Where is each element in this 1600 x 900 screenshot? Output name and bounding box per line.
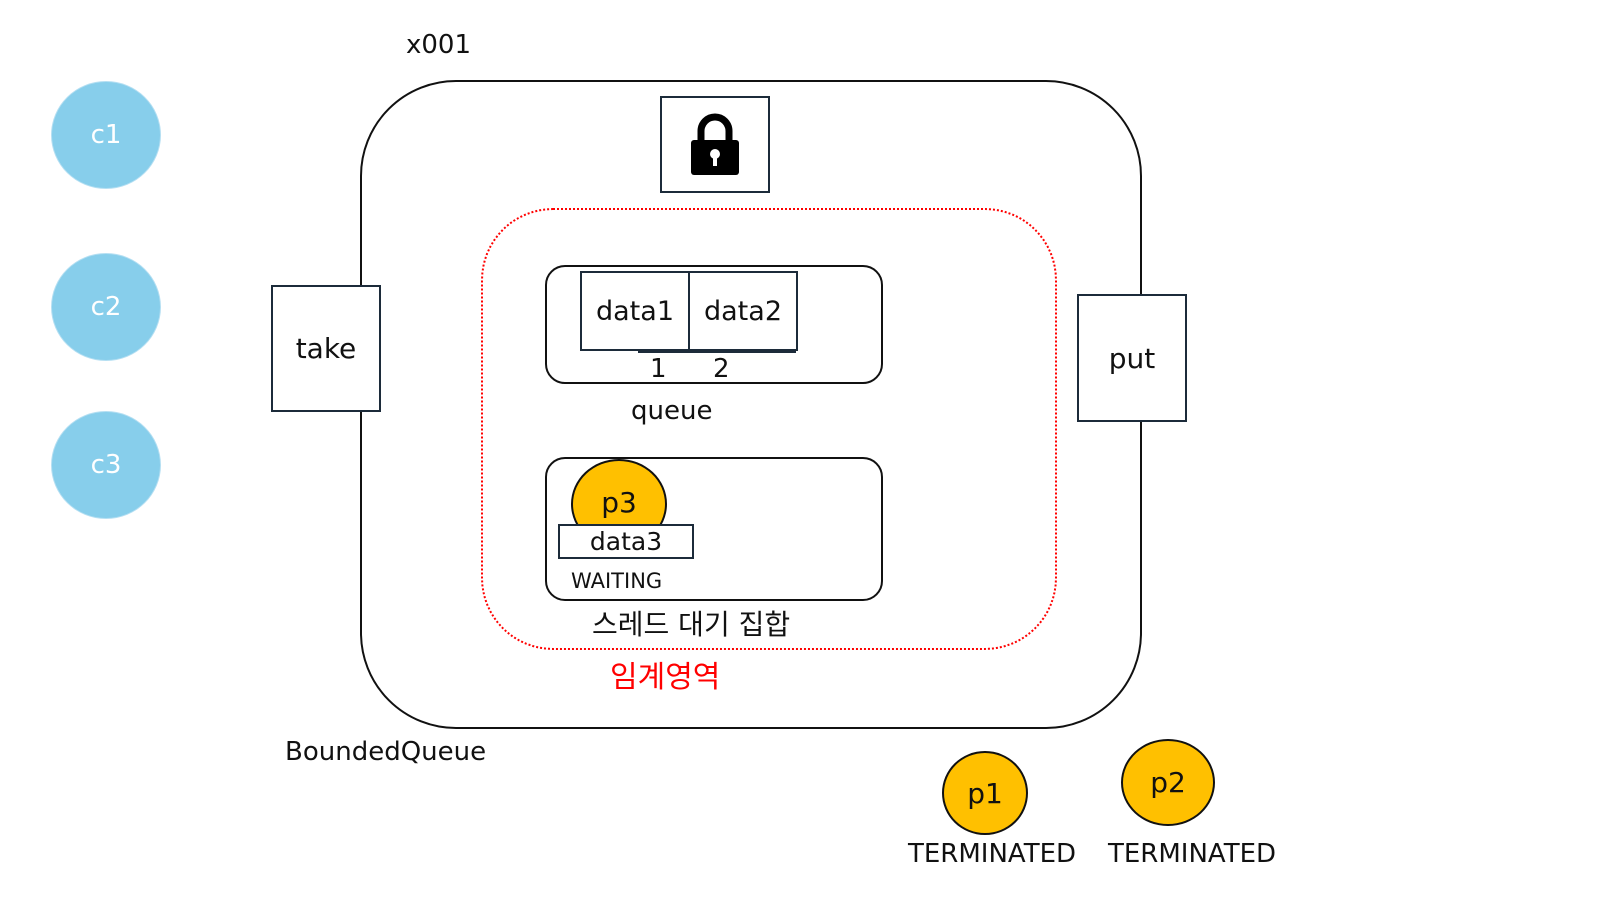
consumer-label: c3: [90, 450, 122, 480]
queue-index-2: 2: [713, 354, 730, 384]
put-method-box: put: [1077, 294, 1187, 422]
queue-item-data2: data2: [688, 271, 798, 351]
take-method-box: take: [271, 285, 381, 412]
queue-label: queue: [631, 396, 713, 426]
consumer-thread-c3: c3: [51, 411, 161, 519]
consumer-label: c2: [90, 292, 122, 322]
lock-icon: [691, 113, 739, 175]
queue-item-value: data2: [704, 295, 782, 327]
consumer-thread-c2: c2: [51, 253, 161, 361]
critical-section: [481, 208, 1057, 650]
queue-container: [545, 265, 883, 384]
producer-thread-p2: p2: [1121, 739, 1215, 826]
queue-index-1: 1: [650, 354, 667, 384]
queue-item-value: data1: [596, 295, 674, 327]
thread-data-value: data3: [589, 527, 663, 556]
put-label: put: [1108, 341, 1156, 375]
bounded-queue-label: BoundedQueue: [285, 737, 487, 767]
lock-box: [660, 96, 770, 193]
critical-section-label: 임계영역: [610, 660, 721, 695]
consumer-label: c1: [90, 120, 122, 150]
producer-thread-p1: p1: [942, 751, 1028, 835]
waiting-thread-data: data3: [558, 524, 694, 559]
producer-state-p2: TERMINATED: [1108, 839, 1277, 869]
queue-item-data1: data1: [580, 271, 690, 351]
producer-state-p1: TERMINATED: [908, 839, 1077, 869]
wait-set-container: [545, 457, 883, 601]
producer-label: p1: [967, 776, 1003, 810]
object-reference: x001: [406, 30, 472, 60]
take-label: take: [295, 332, 357, 365]
consumer-thread-c1: c1: [51, 81, 161, 189]
wait-set-label: 스레드 대기 집합: [592, 608, 791, 641]
thread-label: p3: [601, 485, 637, 519]
queue-item-underline: [638, 350, 796, 353]
producer-label: p2: [1150, 766, 1186, 799]
thread-state-waiting: WAITING: [571, 569, 663, 593]
